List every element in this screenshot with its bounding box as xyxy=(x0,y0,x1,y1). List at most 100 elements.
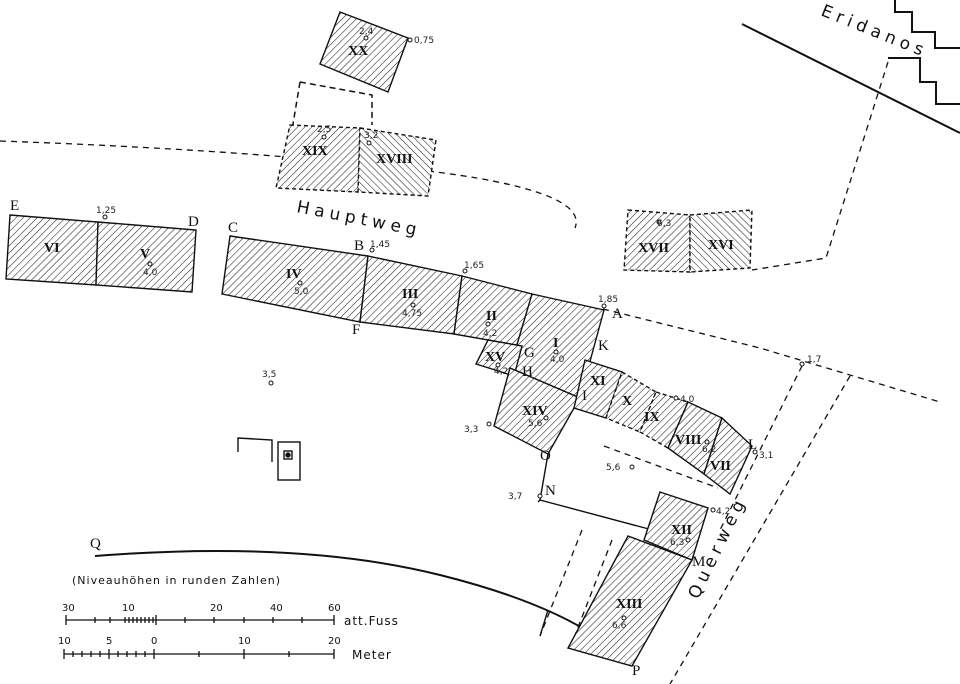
label-room-xx: XX xyxy=(348,44,368,59)
svg-text:40: 40 xyxy=(270,603,283,614)
room-xviii xyxy=(357,127,437,197)
level-ii: 4,2 xyxy=(483,329,497,339)
level-xv: 4,2 xyxy=(494,367,508,377)
point-e: E xyxy=(10,198,19,214)
rooms xyxy=(5,11,753,667)
room-labels: XX XIX XVIII VI V IV III II I XV XIV XI … xyxy=(44,44,734,612)
label-room-xiv: XIV xyxy=(522,404,548,419)
label-room-xviii: XVIII xyxy=(376,152,413,167)
dashed-enclosure xyxy=(291,81,373,131)
wall-bottom-left xyxy=(539,609,549,637)
level-33: 3,3 xyxy=(464,425,478,435)
point-p: P xyxy=(632,663,640,679)
level-37: 3,7 xyxy=(508,492,522,502)
point-f: F xyxy=(352,322,360,338)
room-v xyxy=(95,221,197,293)
point-h: H xyxy=(522,364,533,380)
level-xix: 2,5 xyxy=(317,125,331,135)
label-room-ix: IX xyxy=(644,410,660,425)
level-x: 4,0 xyxy=(680,395,695,405)
scale-unit-fuss: att.Fuss xyxy=(344,614,399,628)
svg-text:30: 30 xyxy=(62,603,75,614)
label-room-iii: III xyxy=(402,287,418,302)
svg-text:10: 10 xyxy=(122,603,135,614)
wall-n-line xyxy=(537,499,541,503)
dashed-wall-east xyxy=(751,61,889,271)
label-room-xix: XIX xyxy=(302,144,328,159)
level-markers xyxy=(102,35,805,621)
level-xiv: 5,6 xyxy=(528,419,543,429)
eridanos-wall xyxy=(894,0,960,49)
level-xviii: 3,2 xyxy=(364,131,378,141)
svg-text:60: 60 xyxy=(328,603,341,614)
svg-text:0: 0 xyxy=(151,636,157,647)
level-xvii: 6,3 xyxy=(657,219,671,229)
point-k: K xyxy=(598,338,609,354)
label-room-vi: VI xyxy=(44,241,60,256)
level-35: 3,5 xyxy=(262,370,276,380)
level-b: 1,45 xyxy=(370,240,390,250)
level-iv: 5,0 xyxy=(294,287,309,297)
levels-note: (Niveauhöhen in runden Zahlen) xyxy=(72,574,281,587)
point-c: C xyxy=(228,220,238,236)
point-a: A xyxy=(612,306,623,322)
point-n: N xyxy=(545,483,556,499)
level-xii: 6,3 xyxy=(670,538,684,548)
room-xiv xyxy=(493,367,582,455)
level-a: 1,85 xyxy=(598,295,618,305)
level-xiii: 6,6 xyxy=(612,621,627,631)
level-xx-inner: 2,4 xyxy=(359,27,374,37)
label-room-iv: IV xyxy=(286,267,302,282)
level-17: 1,7 xyxy=(807,355,821,365)
scale-bar-meter xyxy=(63,649,335,659)
room-xx xyxy=(319,11,409,93)
point-q: Q xyxy=(90,536,101,552)
svg-text:20: 20 xyxy=(210,603,223,614)
level-42: 4,2 xyxy=(716,507,730,517)
scale-ticks-meter: 10 5 0 10 20 Meter xyxy=(58,636,392,662)
point-d: D xyxy=(188,214,199,230)
label-room-xvi: XVI xyxy=(708,238,734,253)
dashed-bottom-2 xyxy=(569,539,613,649)
querweg-edge-2 xyxy=(669,375,851,684)
point-l: L xyxy=(748,437,757,453)
dashed-line-a xyxy=(602,308,941,403)
scale-unit-meter: Meter xyxy=(352,648,392,662)
svg-text:10: 10 xyxy=(238,636,251,647)
room-vii xyxy=(703,416,753,496)
eridanos-wall-lower xyxy=(888,57,960,105)
level-iii: 4,75 xyxy=(402,309,422,319)
level-i: 4,0 xyxy=(550,355,565,365)
label-room-xv: XV xyxy=(485,350,505,365)
label-room-ii: II xyxy=(486,309,497,324)
point-i: I xyxy=(582,388,587,404)
label-room-xiii: XIII xyxy=(616,597,642,612)
room-xiii xyxy=(566,535,694,667)
label-room-x: X xyxy=(622,394,632,409)
level-v: 4,0 xyxy=(143,268,158,278)
level-ii-top: 1,65 xyxy=(464,261,484,271)
point-b: B xyxy=(354,238,364,254)
point-o: O xyxy=(540,448,551,464)
road-hauptweg: Hauptweg xyxy=(295,197,423,241)
label-room-viii: VIII xyxy=(675,433,701,448)
point-g: G xyxy=(524,345,535,361)
label-room-i: I xyxy=(553,336,558,351)
svg-text:5: 5 xyxy=(106,636,112,647)
level-e: 1,25 xyxy=(96,206,116,216)
scale-ticks-fuss: 30 10 20 40 60 att.Fuss xyxy=(62,603,399,628)
label-room-v: V xyxy=(140,247,150,262)
small-structure xyxy=(237,437,301,481)
dashed-inner xyxy=(603,445,719,489)
dashed-bottom-1 xyxy=(539,529,583,637)
room-x xyxy=(605,370,657,433)
label-room-xii: XII xyxy=(671,523,692,538)
label-room-xvii: XVII xyxy=(638,241,669,256)
svg-text:20: 20 xyxy=(328,636,341,647)
level-viii: 6,2 xyxy=(702,445,716,455)
level-l: 3,1 xyxy=(759,451,773,461)
level-xx: 0,75 xyxy=(414,36,434,46)
point-m: M xyxy=(692,554,705,570)
